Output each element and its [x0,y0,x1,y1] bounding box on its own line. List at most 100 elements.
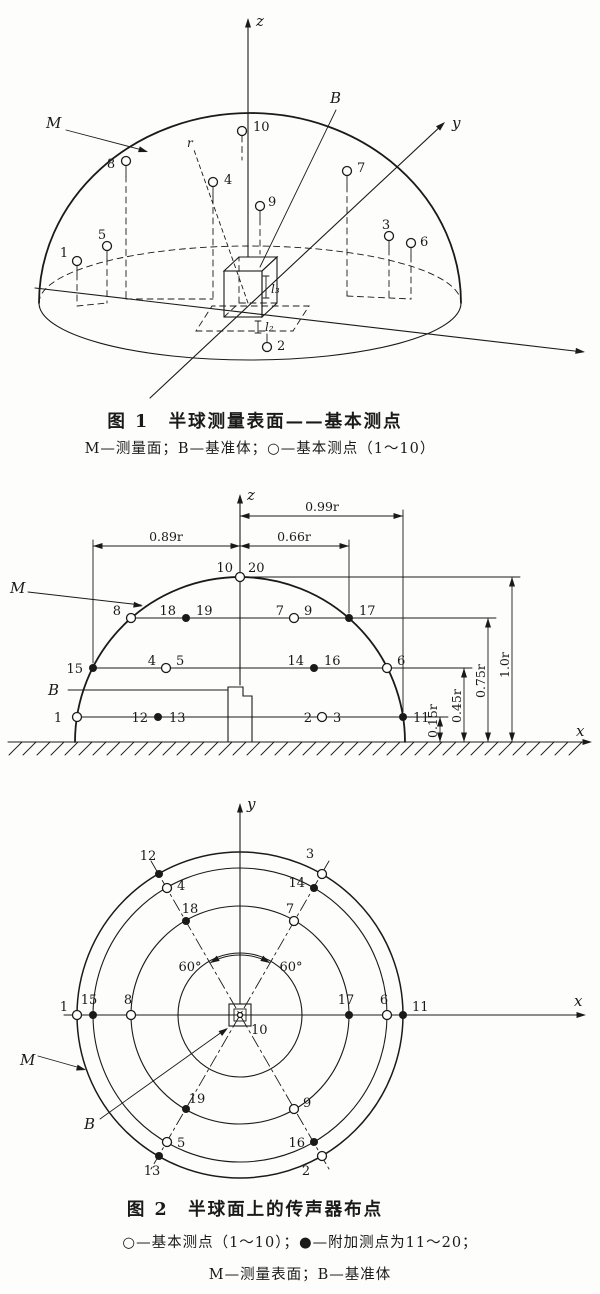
side-point-11-label: 11 [413,711,430,726]
side-point-14-16-marker [310,664,318,672]
point-2-marker [261,341,273,353]
side-point-8-label: 8 [113,604,121,619]
plan-point-5-label: 5 [177,1136,185,1151]
dim-1-0r-label: 1.0r [497,652,512,678]
plan-point-18-marker [182,917,190,925]
figure-2-legend-line1: ○—基本测点（1～10）；●—附加测点为11～20； [122,1235,478,1251]
plan-point-12-marker [155,870,163,878]
point-10-marker [236,125,248,137]
side-m-leader: M [9,579,144,609]
side-point-3-label: 3 [333,711,341,726]
dim-0-89r-label: 0.89r [149,529,183,544]
dim-0-99r-label: 0.99r [305,499,339,514]
point-8-label: 8 [107,157,115,172]
fig1-m-leader: M [45,114,149,155]
angle-60-left-label: 60° [178,960,201,975]
side-point-16-label: 16 [324,654,341,669]
plan-point-9-marker [288,1103,300,1115]
vertical-dimensions: 0.15r 0.45r 0.75r 1.0r [425,576,515,743]
ground-and-x-axis: x [7,722,592,756]
point-1-marker [71,255,83,267]
point-1-label: 1 [60,246,68,261]
plan-point-13-marker [155,1152,163,1160]
plan-b-leader: B [83,1025,230,1133]
side-axis-z-label: z [246,486,255,504]
side-point-6-label: 6 [397,654,405,669]
side-point-1-label: 1 [54,711,62,726]
point-7-label: 7 [357,161,365,176]
plan-axis-x-label: x [574,992,583,1010]
side-point-18-19-marker [182,614,190,622]
plan-point-8-marker [125,1009,137,1021]
plan-point-11-label: 11 [412,1000,429,1015]
side-point-1-marker [71,711,83,723]
point-9-marker [254,200,266,212]
side-point-5-label: 5 [176,654,184,669]
side-point-2-3-marker [316,711,328,723]
plan-m-label: M [19,1051,36,1069]
side-axis-x-label: x [576,722,585,740]
side-point-10-20-marker [234,571,246,583]
side-point-15-marker [89,664,97,672]
plan-point-3-label: 3 [306,847,314,862]
plan-diagonal-points: 12 4 18 3 14 7 19 5 13 9 16 2 [140,847,328,1179]
plan-point-19-label: 19 [189,1092,206,1107]
base-ellipse-front-edge [38,302,462,361]
point-2-label: 2 [277,339,285,354]
plan-point-16-marker [310,1138,318,1146]
axis-z-label: z [255,12,264,30]
point-4-label: 4 [224,173,232,188]
point-3-label: 3 [382,218,390,233]
side-point-15-label: 15 [66,662,83,677]
side-point-17-marker [345,614,353,622]
side-m-label: M [9,579,26,597]
plan-point-4-marker [161,882,173,894]
plan-axis-points: 1 15 8 17 6 11 [60,993,429,1021]
side-point-11-marker [399,713,407,721]
side-reference-box: B [47,681,253,743]
fig1-b-leader: B [259,89,341,268]
figure-1-hemisphere-3d: z y r M B [34,12,586,399]
point-row-lines [76,576,521,718]
fig1-points: 1 5 8 4 10 9 7 3 6 [60,120,428,354]
plan-point-7-marker [288,915,300,927]
side-point-17-label: 17 [359,604,376,619]
angle-60-right-label: 60° [279,960,302,975]
figure-2-caption: 图 2 半球面上的传声器布点 [126,1200,384,1220]
radius-r-label: r [187,136,194,150]
side-point-7-label: 7 [276,604,284,619]
angle-60-left: 60° [178,954,241,975]
dim-0-45r-label: 0.45r [449,689,464,723]
hidden-construction-lines [76,295,412,332]
plan-point-17-label: 17 [338,993,355,1008]
side-point-9-label: 9 [304,604,312,619]
plan-point-17-marker [345,1011,353,1019]
side-point-19-label: 19 [196,604,213,619]
plan-point-4-label: 4 [177,879,185,894]
hemisphere-dome-outline [38,112,462,304]
side-point-20-label: 20 [248,561,265,576]
dim-0-75r-label: 0.75r [473,664,488,698]
plan-m-leader: M [19,1051,87,1073]
side-point-8-marker [125,612,137,624]
plan-point-16-label: 16 [288,1136,305,1151]
fig1-m-label: M [45,114,62,132]
point-6-label: 6 [420,235,428,250]
plan-point-2-label: 2 [302,1164,310,1179]
plan-point-1-marker [71,1009,83,1021]
side-z-axis: z [237,486,255,686]
axis-y-label: y [451,114,461,132]
plan-point-10-label: 10 [251,1023,268,1038]
point-7-marker [341,165,353,177]
side-b-label: B [47,681,59,699]
ground-hatching [8,741,583,756]
side-point-4-5-marker [160,662,172,674]
plan-point-13-label: 13 [144,1164,161,1179]
plan-point-5-marker [161,1136,173,1148]
plan-axis-y-label: y [246,795,256,813]
side-point-10-label: 10 [216,561,233,576]
plan-point-15-marker [89,1011,97,1019]
plan-point-14-marker [310,884,318,892]
side-point-4-label: 4 [148,654,156,669]
plan-point-8-label: 8 [124,993,132,1008]
